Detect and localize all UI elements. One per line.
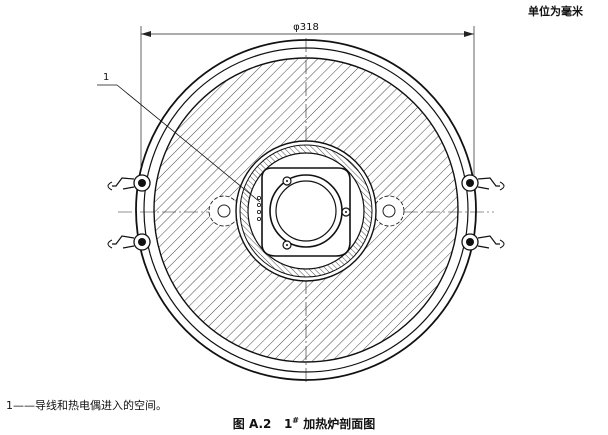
- figure-caption: 图 A.2 1# 加热炉剖面图: [0, 415, 608, 432]
- heating-core: [235, 140, 377, 282]
- callout-number: 1: [103, 72, 109, 83]
- side-bolt-holes: [208, 195, 405, 227]
- dimension-annotation: φ318: [140, 22, 475, 175]
- diameter-label: φ318: [293, 22, 319, 33]
- legend-line: 1——导线和热电偶进入的空间。: [6, 397, 167, 413]
- right-clamps: [461, 174, 505, 251]
- legend-dash: ——: [13, 399, 35, 412]
- legend-text: 导线和热电偶进入的空间。: [35, 399, 167, 412]
- left-clamps: [107, 174, 151, 251]
- caption-title: 加热炉剖面图: [303, 417, 376, 431]
- callout-1: 1: [97, 72, 261, 203]
- caption-figure-label: 图 A.2: [232, 417, 272, 431]
- caption-furnace-number: 1#: [283, 416, 299, 431]
- legend-number: 1: [6, 399, 13, 412]
- unit-note: 单位为毫米: [528, 5, 583, 18]
